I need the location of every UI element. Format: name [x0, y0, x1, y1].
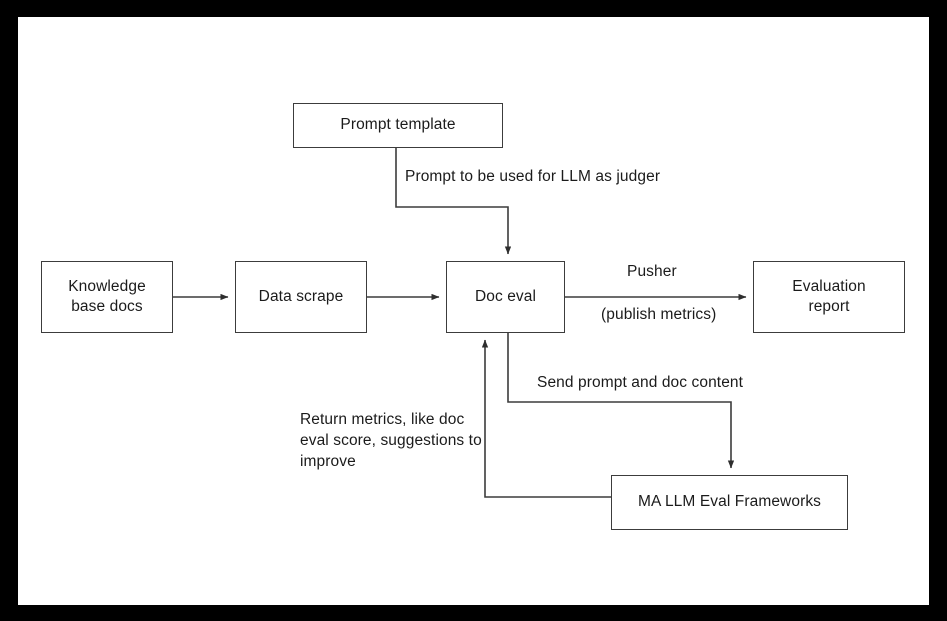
edge-prompt-template-to-doceval — [395, 148, 512, 255]
edge-label-return-metrics: Return metrics, like doc eval score, sug… — [300, 411, 482, 470]
node-knowledge-base-docs[interactable]: Knowledge base docs — [41, 261, 173, 333]
edge-label-pusher: Pusher — [627, 263, 677, 280]
edge-doceval-to-ma-llm — [507, 333, 735, 469]
node-doc-eval[interactable]: Doc eval — [446, 261, 565, 333]
edge-label-send-prompt-and-doc-content: Send prompt and doc content — [537, 374, 744, 391]
edge-ma-llm-to-doceval — [481, 339, 611, 498]
node-prompt-template[interactable]: Prompt template — [293, 103, 503, 148]
edge-label-prompt-to-be-used: Prompt to be used for LLM as judger — [405, 168, 661, 185]
edge-label-publish-metrics: (publish metrics) — [601, 306, 717, 323]
node-ma-llm-eval-frameworks[interactable]: MA LLM Eval Frameworks — [611, 475, 848, 530]
node-evaluation-report[interactable]: Evaluation report — [753, 261, 905, 333]
node-data-scrape[interactable]: Data scrape — [235, 261, 367, 333]
